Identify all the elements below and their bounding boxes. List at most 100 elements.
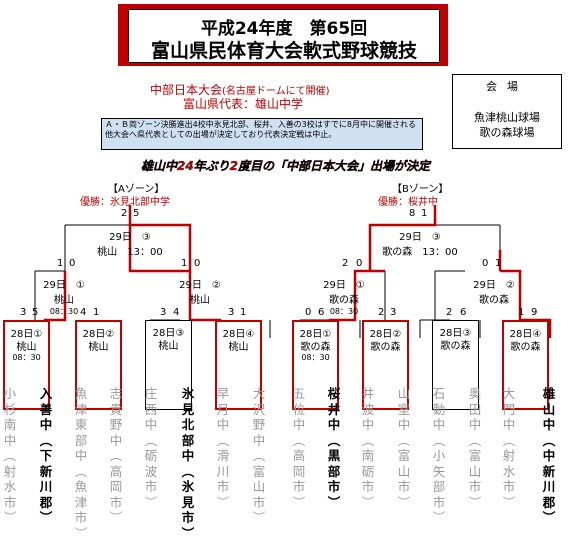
team-name: 雄山中︵中新川郡︶ — [542, 386, 556, 525]
a-r1-3-score-left: 3 — [160, 307, 167, 318]
b-r1-3-date: 28日③ — [439, 328, 472, 339]
zone-b-label: 【Bゾーン】 — [392, 184, 449, 195]
zone-b-final-date: 29日 ③ — [399, 232, 441, 243]
b-r1-1-box: 28日① 歌の森 08：30 — [292, 320, 339, 410]
b-r1-1-date: 28日① — [299, 329, 332, 340]
zone-b-semi1-date: 29日 ① — [323, 280, 365, 291]
headline: 雄山中24年ぶり2度目の「中部日本大会」出場が決定 — [140, 159, 431, 173]
a-r1-2-date: 28日② — [82, 329, 115, 340]
zone-a-final-venue: 桃山 13：00 — [97, 247, 163, 258]
b-r1-3-score-right: 6 — [460, 307, 467, 318]
b-r1-2-date: 28日② — [369, 329, 402, 340]
b-r1-4-score-right: 9 — [531, 307, 538, 318]
venue-1: 魚津桃山球場 — [474, 111, 540, 124]
venue-box: 会場 魚津桃山球場 歌の森球場 — [452, 74, 562, 149]
venue-2: 歌の森球場 — [479, 126, 535, 139]
a-r1-4-box: 28日④ 桃山 — [215, 320, 262, 410]
line-win-a-final — [130, 223, 192, 271]
b-r1-4-score-left: 1 — [518, 307, 525, 318]
team-name: 山室中︵富山市︶ — [397, 386, 411, 510]
b-r1-1-score-left: 0 — [305, 307, 312, 318]
zone-b-final-score-right: 1 — [421, 208, 428, 219]
a-r1-1-box: 28日① 桃山 08：30 — [3, 320, 50, 410]
zone-b-winner: 優勝：桜井中 — [378, 197, 438, 208]
b-r1-2-score-right: 3 — [390, 307, 397, 318]
zone-a-semi2-venue: 桃山 — [190, 295, 210, 306]
zone-a-semi1-time: 08：30 — [49, 307, 79, 316]
team-name: 早月中︵滑川市︶ — [216, 386, 230, 510]
b-r1-4-venue: 歌の森 — [510, 342, 541, 353]
zone-b-semi1-time: 08：30 — [329, 307, 359, 316]
b-r1-1-venue: 歌の森 — [300, 342, 331, 353]
zone-b-semi1-score-left: 2 — [342, 258, 349, 269]
zone-b-final-score-left: 8 — [409, 208, 416, 219]
zone-b-semi1-score-right: 0 — [356, 258, 363, 269]
a-r1-3-box: 28日③ 桃山 — [145, 320, 192, 410]
zone-b-final-venue: 歌の森 13：00 — [382, 247, 458, 258]
zone-a-semi2-date: 29日 ② — [179, 280, 221, 291]
a-r1-1-date: 28日① — [10, 329, 43, 340]
a-r1-3-date: 28日③ — [152, 328, 185, 339]
team-name: 大門中︵射水市︶ — [502, 386, 516, 510]
b-r1-2-box: 28日② 歌の森 — [362, 320, 409, 410]
team-name: 井波中︵南砺市︶ — [361, 386, 375, 510]
team-name: 石動中︵小矢部市︶ — [432, 386, 446, 525]
team-name: 桜井中︵黒部市︶ — [327, 386, 341, 510]
team-name: 大沢野中︵富山市︶ — [252, 386, 266, 525]
rep-representative: 富山県代表：雄山中学 — [183, 97, 304, 111]
a-r1-1-score-right: 5 — [32, 307, 39, 318]
team-name: 入善中︵下新川郡︶ — [39, 386, 53, 525]
zone-b-semi1-venue: 歌の森 — [329, 295, 359, 306]
a-r1-4-venue: 桃山 — [228, 342, 249, 353]
zone-a-semi1-info: 29日 ① 桃山 08：30 — [38, 276, 90, 317]
b-r1-3-venue: 歌の森 — [440, 341, 471, 352]
rep-tournament-venue: (名古屋ドームにて開催) — [222, 86, 330, 97]
a-r1-3-score-right: 4 — [173, 307, 180, 318]
title-banner: 平成24年度 第65回 富山県民体育大会軟式野球競技 — [128, 9, 440, 63]
zone-b-semi2-date: 29日 ② — [473, 280, 515, 291]
line-win-himi-semi — [128, 225, 192, 320]
a-r1-2-venue: 桃山 — [88, 342, 109, 353]
team-name: 奥田中︵富山市︶ — [468, 386, 482, 510]
team-name: 志貴野中︵高岡市︶ — [109, 386, 123, 525]
zone-a-label: 【Aゾーン】 — [108, 184, 165, 195]
b-r1-1-score-right: 6 — [318, 307, 325, 318]
zone-b-semi2-venue: 歌の森 — [479, 295, 509, 306]
zone-b-semi1-info: 29日 ① 歌の森 08：30 — [316, 276, 372, 317]
zone-b-semi2-score-left: 0 — [482, 258, 489, 269]
zone-a-winner: 優勝：氷見北部中学 — [80, 197, 170, 208]
cancellation-note: Ａ・Ｂ両ゾーン決勝進出4校中氷見北部、桜井、入善の3校はすでに8月中に開催される… — [101, 118, 423, 150]
zone-b-final-info: 29日 ③ 歌の森 13：00 — [380, 228, 460, 258]
title-line-2: 富山県民体育大会軟式野球競技 — [150, 40, 417, 62]
zone-b-semi2-info: 29日 ② 歌の森 — [466, 276, 522, 306]
a-r1-4-score-right: 1 — [240, 307, 247, 318]
zone-b-semi2-score-right: 1 — [495, 258, 502, 269]
zone-a-semi2-info: 29日 ② 桃山 — [172, 276, 228, 306]
b-r1-4-box: 28日④ 歌の森 — [502, 320, 549, 410]
zone-a-semi1-venue: 桃山 — [54, 295, 74, 306]
venue-label: 会場 — [486, 80, 528, 93]
team-name: 庄西中︵砺波市︶ — [144, 386, 158, 510]
zone-a-semi1-score-right: 0 — [69, 258, 76, 269]
team-name: 小杉南中︵射水市︶ — [3, 386, 17, 525]
rep-tournament: 中部日本大会(名古屋ドームにて開催) — [150, 81, 330, 98]
team-name: 五位中︵高岡市︶ — [292, 386, 306, 510]
a-r1-2-score-left: 4 — [80, 307, 87, 318]
b-r1-3-box: 28日③ 歌の森 — [432, 320, 479, 410]
a-r1-4-score-left: 3 — [228, 307, 235, 318]
title-line-1: 平成24年度 第65回 — [200, 19, 368, 39]
team-name: 魚津東部中︵魚津市︶ — [74, 386, 88, 541]
a-r1-2-box: 28日② 桃山 — [75, 320, 122, 410]
zone-a-final-score-right: 5 — [133, 208, 140, 219]
team-name: 氷見北部中︵氷見市︶ — [181, 386, 195, 541]
a-r1-2-score-right: 1 — [93, 307, 100, 318]
zone-a-final-score-left: 2 — [121, 208, 128, 219]
a-r1-3-venue: 桃山 — [158, 341, 179, 352]
zone-a-semi2-score-left: 1 — [181, 258, 188, 269]
zone-a-semi1-date: 29日 ① — [43, 280, 85, 291]
a-r1-4-date: 28日④ — [222, 329, 255, 340]
a-r1-1-score-left: 3 — [20, 307, 27, 318]
b-r1-3-score-left: 2 — [446, 307, 453, 318]
b-r1-2-score-left: 2 — [378, 307, 385, 318]
zone-a-final-info: 29日 ③ 桃山 13：00 — [90, 228, 170, 258]
